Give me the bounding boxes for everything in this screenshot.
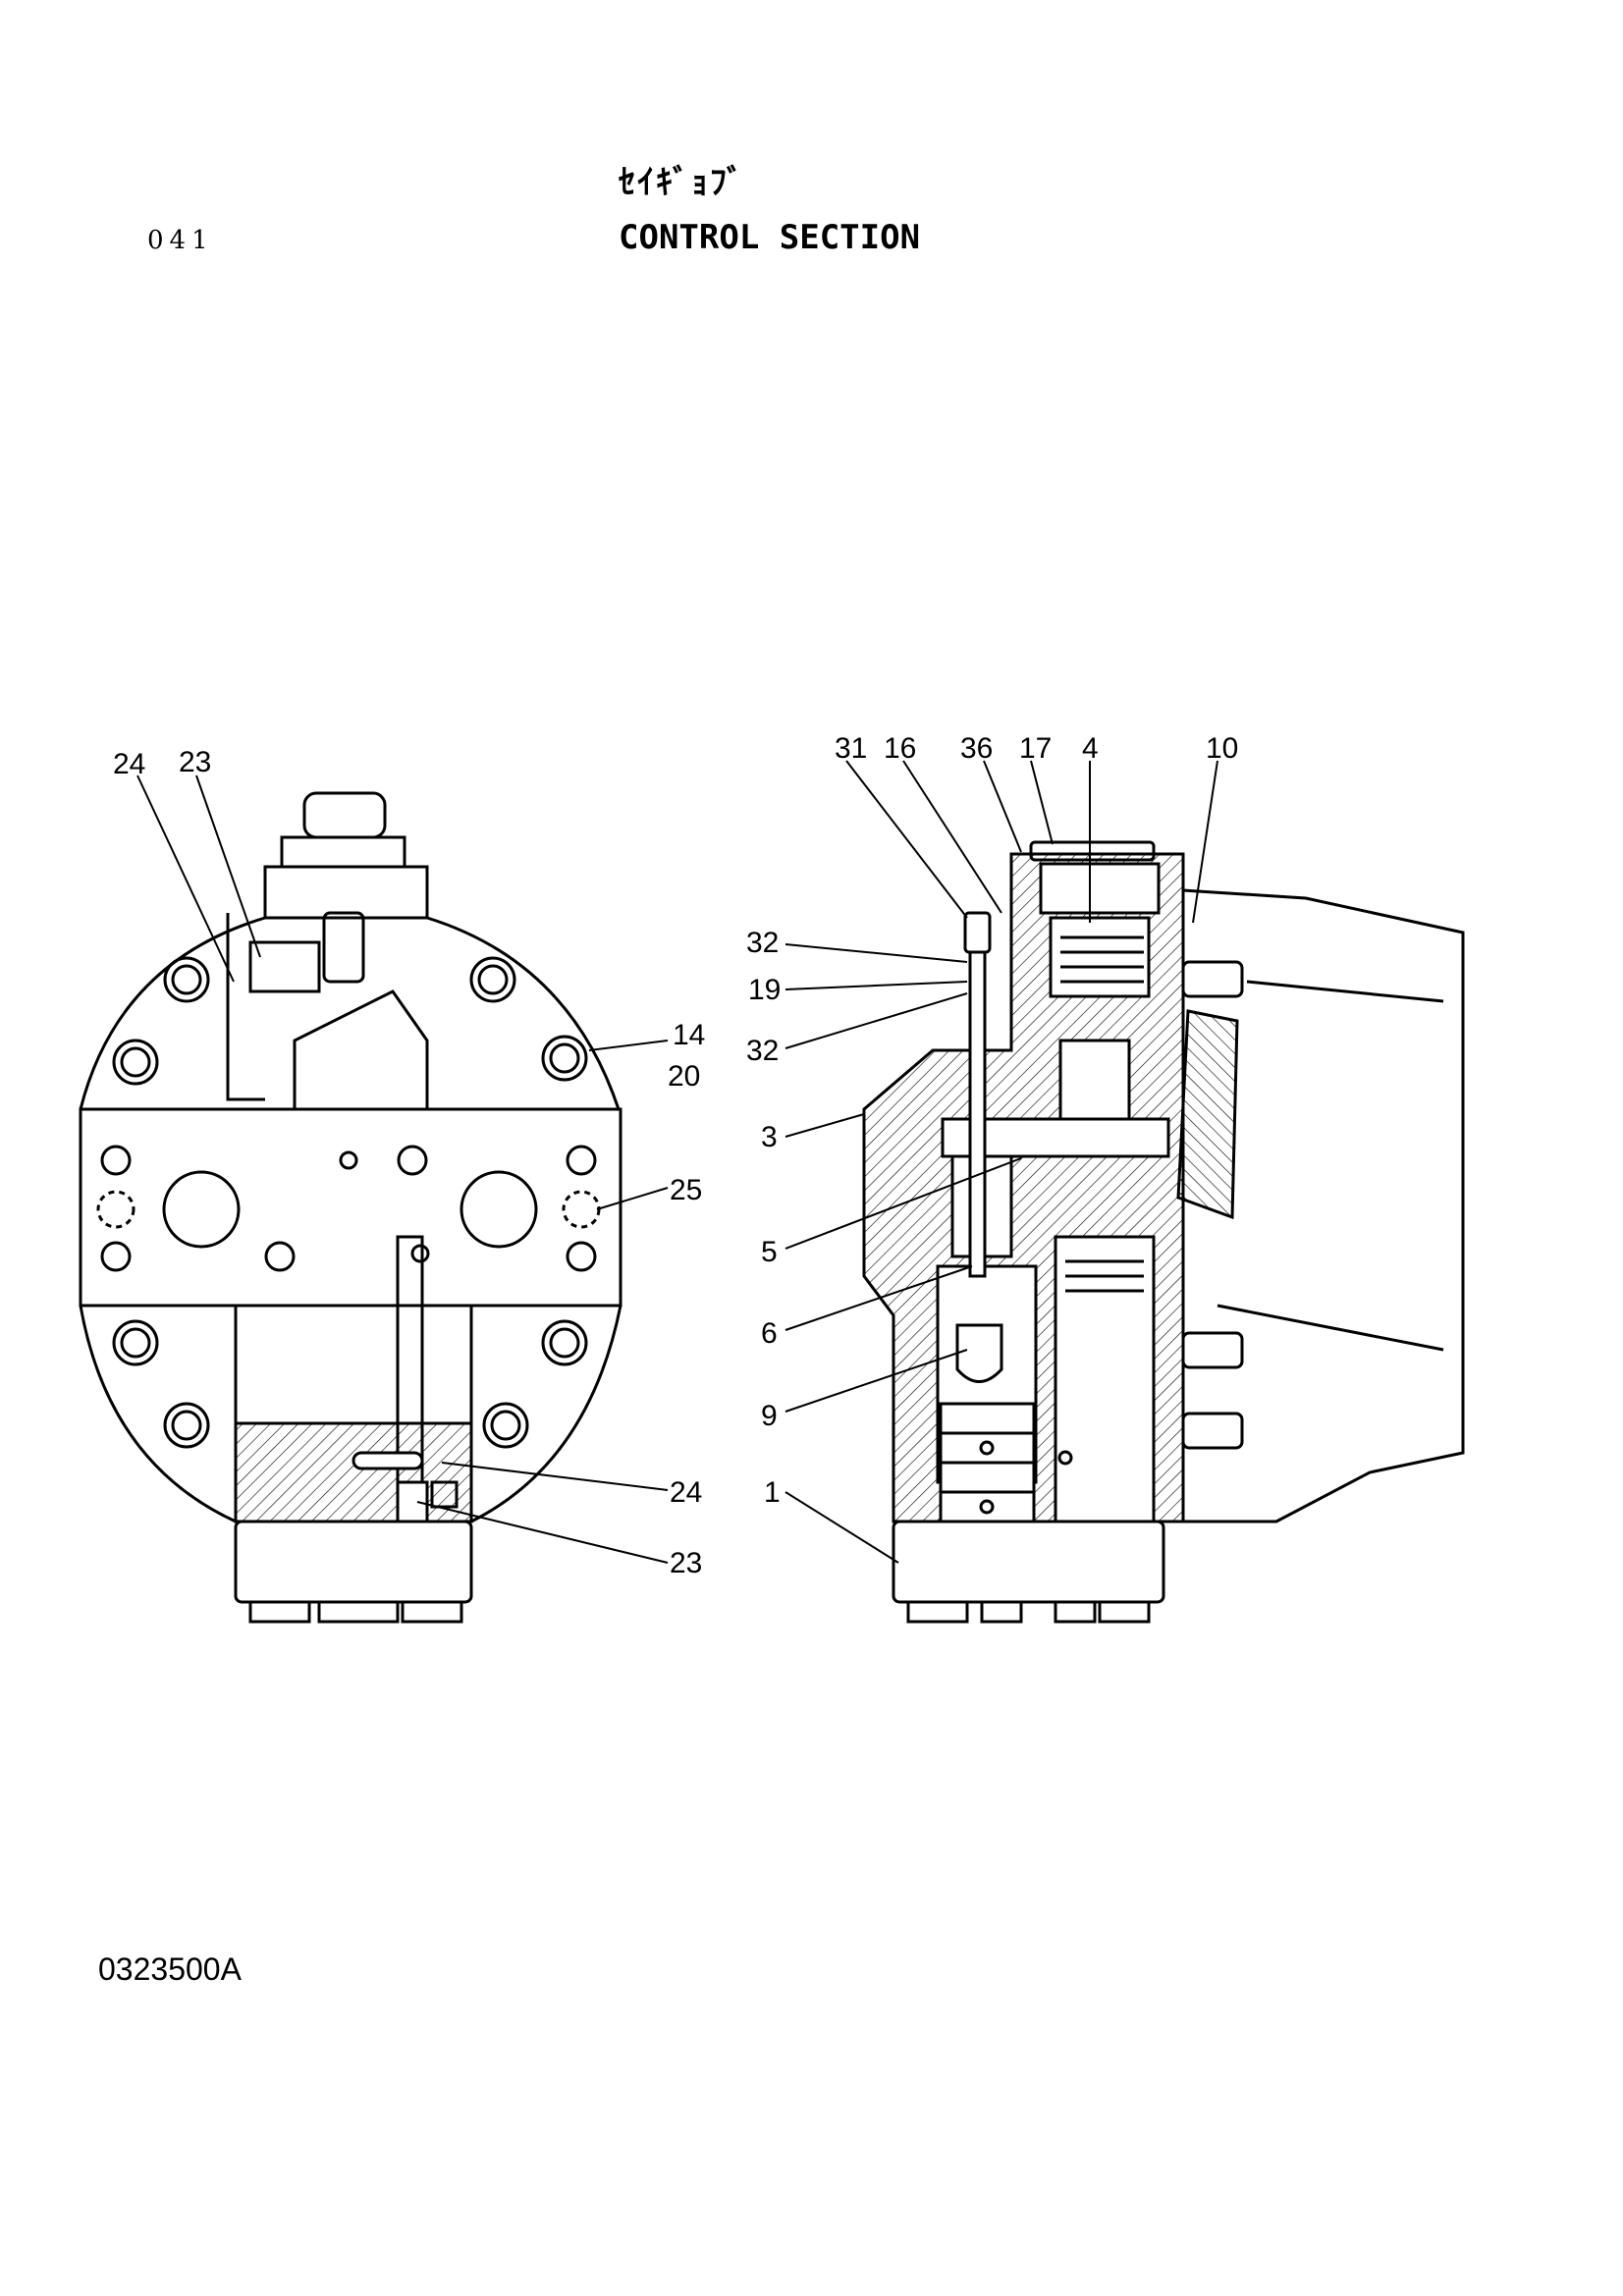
callout-24-top: 24: [113, 748, 145, 780]
callout-20: 20: [668, 1060, 700, 1093]
callout-3: 3: [761, 1121, 778, 1153]
callout-25: 25: [670, 1174, 702, 1206]
callout-17: 17: [1019, 732, 1052, 765]
callout-14: 14: [673, 1019, 705, 1051]
callout-32-a: 32: [746, 927, 779, 959]
callout-labels: 24 23 14 20 25 24 23 31 16 36 17 4 10 32…: [113, 732, 1238, 1579]
page-title: CONTROL SECTION: [619, 218, 921, 257]
callout-16: 16: [884, 732, 916, 765]
callout-6: 6: [761, 1317, 778, 1350]
callout-19: 19: [748, 974, 781, 1006]
callout-1: 1: [764, 1476, 781, 1509]
callout-31: 31: [835, 732, 867, 765]
japanese-title: ｾｲｷﾞｮﾌﾞ: [619, 163, 745, 202]
callout-10: 10: [1206, 732, 1238, 765]
callout-32-b: 32: [746, 1035, 779, 1067]
callout-5: 5: [761, 1236, 778, 1268]
callout-9: 9: [761, 1400, 778, 1432]
callout-24-bottom: 24: [670, 1476, 702, 1509]
callout-23-bottom: 23: [670, 1547, 702, 1579]
drawing-code: 0323500A: [98, 1951, 242, 1987]
callout-4: 4: [1082, 732, 1099, 765]
callout-23-top: 23: [179, 746, 211, 778]
right-section-view: [784, 760, 1465, 1624]
left-front-view: [79, 774, 669, 1624]
page-number: 041: [147, 226, 214, 255]
callout-36: 36: [960, 732, 993, 765]
